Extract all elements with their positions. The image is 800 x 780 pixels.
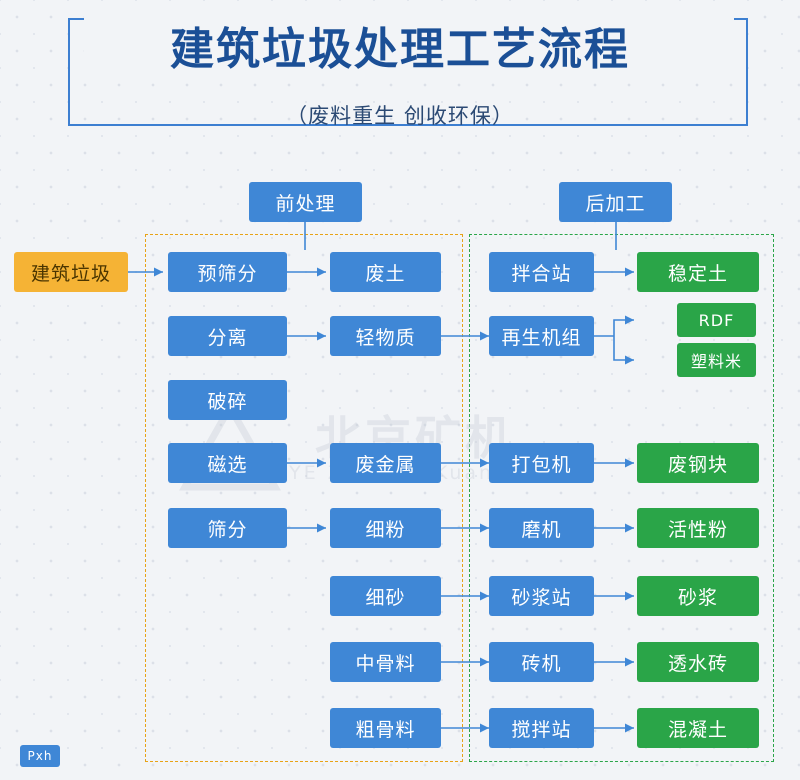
output-stabilized-soil: 稳定土 <box>637 252 759 292</box>
output-active-powder: 活性粉 <box>637 508 759 548</box>
node-fine-sand: 细砂 <box>330 576 441 616</box>
group-label-pretreatment: 前处理 <box>249 182 362 222</box>
node-grinder: 磨机 <box>489 508 594 548</box>
output-scrap-steel-block: 废钢块 <box>637 443 759 483</box>
title-frame-mask <box>84 8 734 82</box>
node-mixing-station: 拌合站 <box>489 252 594 292</box>
node-crushing: 破碎 <box>168 380 287 420</box>
node-recycling-unit: 再生机组 <box>489 316 594 356</box>
node-scrap-metal: 废金属 <box>330 443 441 483</box>
page-title: 建筑垃圾处理工艺流程 <box>170 24 630 75</box>
output-plastic-pellets: 塑料米 <box>677 343 756 377</box>
node-stirring-station: 搅拌站 <box>489 708 594 748</box>
group-box-postprocessing <box>469 234 774 762</box>
site-logo: Pxh <box>20 745 60 767</box>
node-pre-screening: 预筛分 <box>168 252 287 292</box>
node-mortar-station: 砂浆站 <box>489 576 594 616</box>
node-brick-machine: 砖机 <box>489 642 594 682</box>
node-waste-soil: 废土 <box>330 252 441 292</box>
page-subtitle: （废料重生 创收环保） <box>286 104 514 128</box>
group-label-postprocessing: 后加工 <box>559 182 672 222</box>
input-node-construction-waste: 建筑垃圾 <box>14 252 128 292</box>
output-rdf: RDF <box>677 303 756 337</box>
node-fine-powder: 细粉 <box>330 508 441 548</box>
node-light-material: 轻物质 <box>330 316 441 356</box>
output-permeable-brick: 透水砖 <box>637 642 759 682</box>
node-magnetic-separation: 磁选 <box>168 443 287 483</box>
node-baler: 打包机 <box>489 443 594 483</box>
node-separation: 分离 <box>168 316 287 356</box>
node-medium-aggregate: 中骨料 <box>330 642 441 682</box>
node-coarse-aggregate: 粗骨料 <box>330 708 441 748</box>
output-mortar: 砂浆 <box>637 576 759 616</box>
group-box-pretreatment <box>145 234 463 762</box>
node-sieving: 筛分 <box>168 508 287 548</box>
output-concrete: 混凝土 <box>637 708 759 748</box>
